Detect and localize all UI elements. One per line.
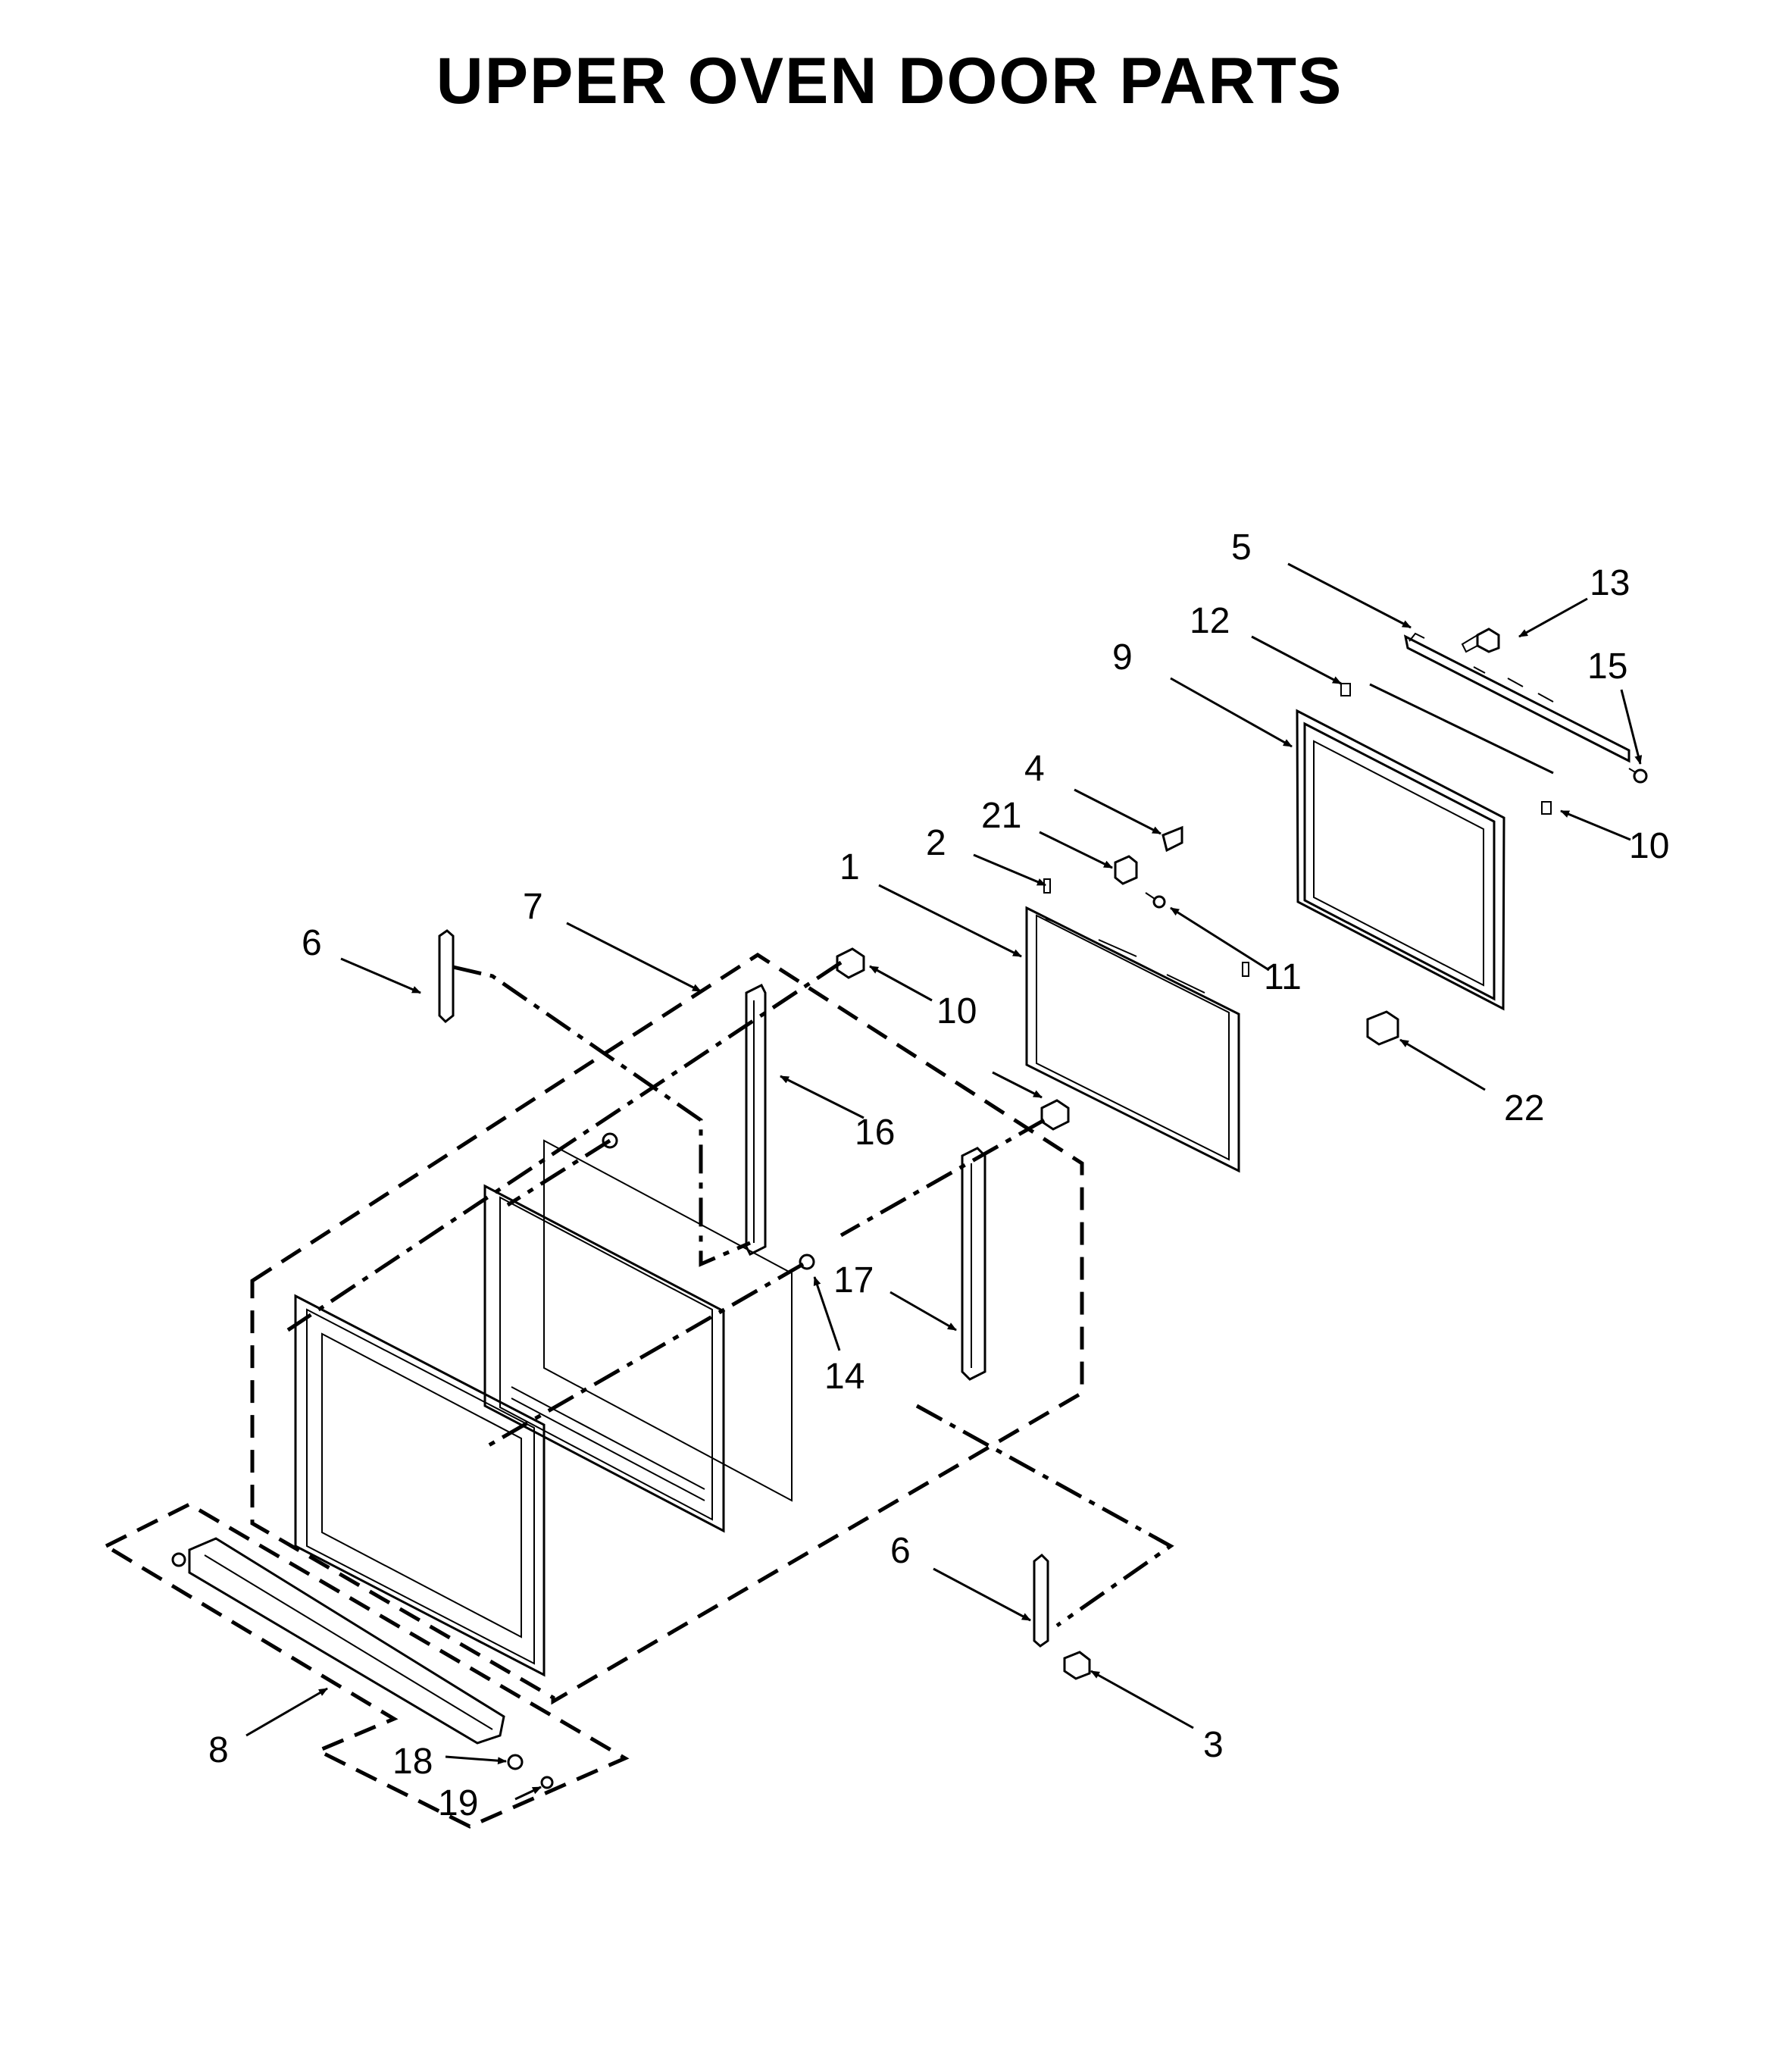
door-stop-22 (1366, 1010, 1399, 1046)
callout-15: 14 (824, 1357, 864, 1397)
callout-11-main: 10 (936, 991, 977, 1031)
callout-3: 3 (1203, 1725, 1224, 1765)
callout-17: 16 (855, 1113, 895, 1153)
vent-rod (1369, 683, 1554, 775)
callout-18: 17 (833, 1260, 874, 1300)
screw-11a (836, 947, 865, 979)
callout-14: 13 (1590, 563, 1630, 603)
callout-19: 18 (392, 1742, 433, 1782)
spacer-pads (1340, 683, 1552, 815)
hinge-bracket-4 (1162, 825, 1183, 853)
hinge-6-lower (1033, 1553, 1049, 1648)
door-assembly-outline (250, 953, 1084, 1705)
center-glass (543, 1139, 793, 1502)
callout-9: 9 (1112, 637, 1133, 678)
fastener-path-a (286, 960, 843, 1332)
outer-glass-assembly (1296, 709, 1505, 1011)
fastener-path-c (483, 1262, 805, 1450)
nut-15b (799, 1254, 815, 1270)
hinge-path-upper (452, 965, 751, 1267)
callout-5: 5 (1231, 527, 1252, 568)
outer-door-panel (294, 1294, 546, 1677)
callout-8: 8 (208, 1730, 229, 1770)
screw-20 (540, 1776, 554, 1789)
callout-6-lower: 6 (890, 1531, 911, 1571)
callout-10: 10 (1629, 826, 1669, 866)
pad-2 (1043, 878, 1051, 894)
screw-11b (1040, 1099, 1070, 1131)
leader-lines (245, 562, 1643, 1801)
screw-16 (1628, 768, 1648, 784)
inner-glass-frame (1025, 906, 1249, 1173)
screw-14 (1461, 628, 1500, 653)
inner-door-frame (483, 1184, 725, 1533)
washer-19 (507, 1754, 524, 1770)
fastener-path-d (506, 1138, 611, 1207)
callout-labels: 5 13 12 15 9 10 4 21 2 1 11 7 6 12 11 10… (208, 527, 1669, 1823)
callout-2: 2 (926, 823, 946, 863)
callout-16: 15 (1587, 646, 1627, 687)
hinge-path-lower (915, 1404, 1174, 1628)
page-title: UPPER OVEN DOOR PARTS (436, 45, 1343, 117)
vent-channel (1403, 632, 1630, 763)
callout-13: 12 (1190, 601, 1230, 641)
fastener-path-b (839, 1118, 1046, 1238)
callout-4: 4 (1024, 749, 1045, 789)
screw-12 (1145, 892, 1166, 909)
callout-22: 22 (1504, 1088, 1544, 1128)
hinge-6-upper (438, 929, 455, 1024)
side-channel-18 (961, 1147, 986, 1381)
callout-20: 19 (438, 1783, 478, 1823)
callout-6-upper: 6 (302, 923, 322, 963)
callout-12: 11 (1264, 957, 1302, 997)
side-channel-17 (745, 983, 767, 1257)
nut-15a (602, 1132, 618, 1149)
clip-21 (1114, 855, 1138, 885)
handle-assembly-outline (105, 1502, 630, 1829)
screw-3 (1063, 1651, 1091, 1680)
callout-7: 7 (523, 887, 543, 927)
callout-1: 1 (839, 847, 860, 887)
door-handle (171, 1537, 505, 1745)
callout-21: 21 (981, 796, 1021, 836)
